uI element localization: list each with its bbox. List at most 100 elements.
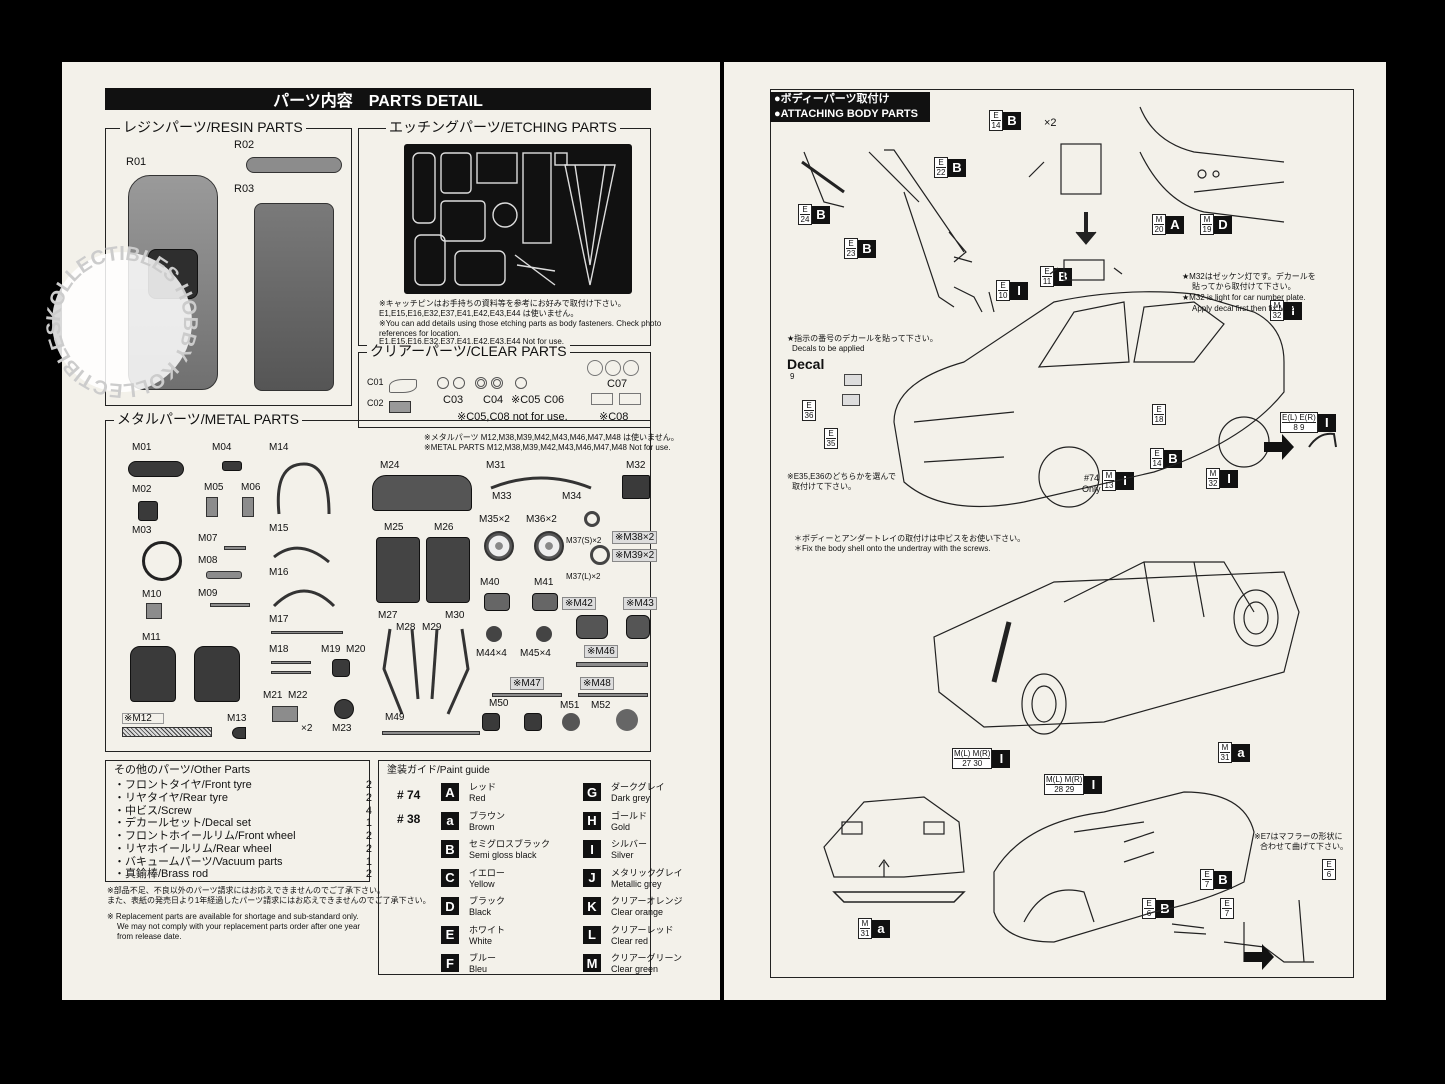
ref-tag-series: E bbox=[998, 281, 1008, 291]
m40-part bbox=[484, 593, 510, 611]
paint-name-jp-r-2: シルバー bbox=[611, 839, 648, 849]
m48-part bbox=[578, 693, 648, 697]
decal-9-a bbox=[844, 374, 862, 386]
ref-tag-number: 18 bbox=[1154, 415, 1164, 424]
m51-part bbox=[562, 713, 580, 731]
etching-fret-pattern bbox=[412, 152, 616, 286]
m25-label: M25 bbox=[384, 522, 404, 533]
m09-part bbox=[210, 603, 250, 607]
e7-note-1: ※E7はマフラーの形状に bbox=[1254, 832, 1343, 841]
m44-part bbox=[486, 626, 502, 642]
ref-tag-paint-code: A bbox=[1166, 215, 1184, 234]
m51-label: M51 bbox=[560, 700, 580, 711]
ref-tag-paint-code: B bbox=[948, 158, 966, 177]
m32-note-3: ★M32 is light for car number plate. bbox=[1182, 293, 1306, 302]
m18-part-2 bbox=[271, 671, 311, 674]
m36-small-wheel bbox=[584, 511, 600, 527]
paint-code-l-0: A bbox=[441, 783, 459, 801]
c07-part-1 bbox=[587, 360, 603, 376]
ref-tag-series: E bbox=[936, 158, 946, 168]
m50-label: M50 bbox=[489, 698, 509, 709]
car-74-label: # 74 bbox=[397, 788, 421, 802]
paint-name-jp-r-3: メタリックグレイ bbox=[611, 867, 683, 878]
ref-tag-number: 14 bbox=[991, 121, 1001, 130]
ref-tag-number: 6 bbox=[1326, 870, 1332, 879]
m40-label: M40 bbox=[480, 577, 500, 588]
ref-tag-number: 8 9 bbox=[1293, 423, 1305, 432]
paint-code-l-4: D bbox=[441, 897, 459, 915]
resin-parts-title: レジンパーツ/RESIN PARTS bbox=[120, 120, 306, 134]
other-parts-title: その他のパーツ/Other Parts bbox=[114, 764, 251, 776]
m36-label: M36×2 bbox=[526, 514, 557, 525]
paint-name-jp-l-3: イエロー bbox=[469, 867, 505, 878]
ref-tag-number: 32 bbox=[1208, 479, 1218, 488]
m35-wheel-rim bbox=[484, 531, 514, 561]
m37s-part bbox=[590, 545, 610, 565]
m50-part-2 bbox=[524, 713, 542, 731]
ref-tag-number: 35 bbox=[826, 439, 836, 448]
m50-part-1 bbox=[482, 713, 500, 731]
ref-tag-number: 36 bbox=[804, 411, 814, 420]
m18-part-1 bbox=[271, 661, 311, 664]
e7-note-2: 合わせて曲げて下さい。 bbox=[1260, 842, 1348, 851]
m24-part bbox=[372, 475, 472, 511]
m42-label: ※M42 bbox=[562, 597, 596, 610]
m43-part bbox=[626, 615, 650, 639]
paint-name-en-l-0: Red bbox=[469, 793, 486, 803]
etching-note-jp2: E1,E15,E16,E32,E37,E41,E42,E43,E44 は使いませ… bbox=[379, 309, 579, 318]
paint-code-r-1: H bbox=[583, 811, 601, 830]
body-header-en: ●ATTACHING BODY PARTS bbox=[770, 107, 930, 122]
m52-label: M52 bbox=[591, 700, 611, 711]
paint-name-en-r-1: Gold bbox=[611, 821, 631, 832]
c08-label: ※C08 bbox=[599, 411, 629, 423]
m45-label: M45×4 bbox=[520, 648, 551, 659]
paint-code-r-6: M bbox=[583, 954, 601, 972]
r02-part bbox=[246, 157, 342, 173]
ref-tag-series: E bbox=[846, 239, 856, 249]
ref-tag-series: E bbox=[826, 429, 836, 439]
c04-part-1 bbox=[475, 377, 487, 389]
m03-label: M03 bbox=[132, 525, 152, 536]
m46-part bbox=[576, 662, 648, 667]
e35-note-1: ※E35,E36のどちらかを選んで bbox=[787, 472, 896, 481]
c07-part-3 bbox=[623, 360, 639, 376]
ref-tag-paint-code: B bbox=[1214, 870, 1232, 889]
ref-tag-series: E bbox=[800, 205, 810, 215]
ref-tag-paint-code: I bbox=[1284, 301, 1302, 320]
paint-code-r-0: G bbox=[583, 783, 601, 801]
etching-note-jp: ※キャッチピンはお手持ちの資料等を参考にお好みで取付け下さい。 bbox=[379, 299, 626, 308]
paint-code-l-2: B bbox=[441, 840, 459, 858]
ref-tag-number: 19 bbox=[1202, 225, 1212, 234]
paint-code-l-3: C bbox=[441, 868, 459, 887]
ref-tag-series: M bbox=[860, 919, 870, 929]
m36-wheel-rim bbox=[534, 531, 564, 561]
m26-part bbox=[426, 537, 470, 603]
m25-part bbox=[376, 537, 420, 603]
m27-label: M27 bbox=[378, 610, 398, 621]
c03-part-1 bbox=[437, 377, 449, 389]
c07-label: C07 bbox=[607, 378, 628, 390]
ref-tag-series: M(L) M(R) bbox=[954, 749, 991, 759]
ref-tag-paint-code: a bbox=[872, 919, 890, 938]
only-74-label: #74 bbox=[1084, 473, 1100, 483]
m42-part bbox=[576, 615, 608, 639]
etching-note-en2: references for location. bbox=[379, 329, 461, 338]
paint-name-en-r-5: Clear red bbox=[611, 935, 649, 946]
paint-code-l-6: F bbox=[441, 954, 459, 972]
clear-parts-title: クリアーパーツ/CLEAR PARTS bbox=[367, 344, 570, 358]
m11-seat-1 bbox=[130, 646, 176, 702]
paint-name-en-r-4: Clear orange bbox=[611, 907, 664, 917]
